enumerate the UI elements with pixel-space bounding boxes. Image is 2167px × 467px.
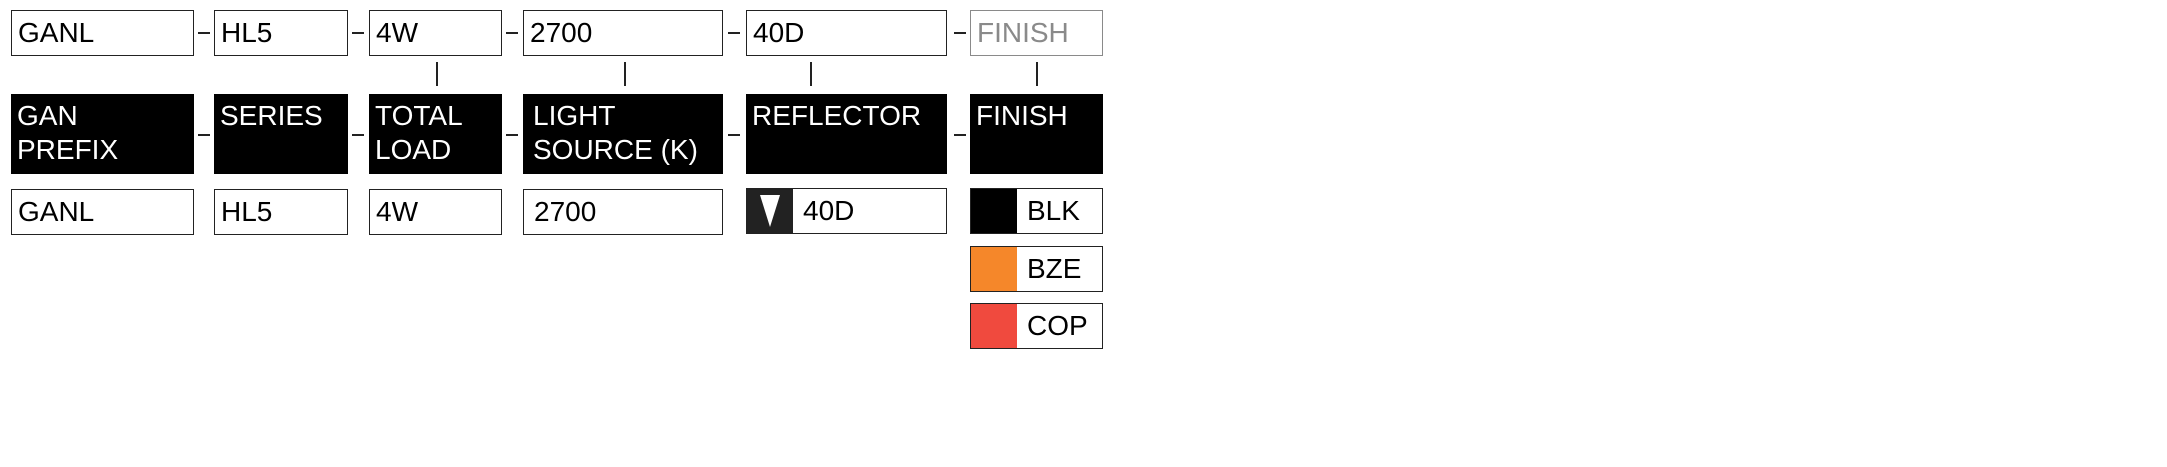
connector-line <box>1036 62 1038 86</box>
separator-dash <box>506 32 518 34</box>
code-reflector-text: 40D <box>753 17 805 48</box>
separator-dash <box>198 134 210 136</box>
finish-option-cop: COP <box>970 303 1103 349</box>
separator-dash <box>954 134 966 136</box>
header-reflector: REFLECTOR <box>746 94 947 174</box>
connector-line <box>624 62 626 86</box>
code-prefix-box: GANL <box>11 10 194 56</box>
separator-dash <box>352 134 364 136</box>
option-series: HL5 <box>214 189 348 235</box>
separator-dash <box>728 134 740 136</box>
separator-dash <box>728 32 740 34</box>
finish-option-blk: BLK <box>970 188 1103 234</box>
code-load-box: 4W <box>369 10 502 56</box>
beam-cone-icon <box>747 189 793 233</box>
separator-dash <box>506 134 518 136</box>
separator-dash <box>198 32 210 34</box>
code-reflector-box: 40D <box>746 10 947 56</box>
header-total-load: TOTAL LOAD <box>369 94 502 174</box>
header-gan-prefix: GAN PREFIX <box>11 94 194 174</box>
separator-dash <box>352 32 364 34</box>
code-prefix-text: GANL <box>18 17 95 48</box>
option-source: 2700 <box>523 189 723 235</box>
finish-label: BZE <box>1027 253 1082 284</box>
option-series-text: HL5 <box>221 196 273 227</box>
code-source-box: 2700 <box>523 10 723 56</box>
header-finish: FINISH <box>970 94 1103 174</box>
option-prefix: GANL <box>11 189 194 235</box>
finish-label: BLK <box>1027 195 1080 226</box>
connector-line <box>810 62 812 86</box>
code-load-text: 4W <box>376 17 418 48</box>
header-series: SERIES <box>214 94 348 174</box>
option-load: 4W <box>369 189 502 235</box>
option-reflector-text: 40D <box>803 195 855 226</box>
finish-swatch <box>971 189 1017 233</box>
separator-dash <box>954 32 966 34</box>
code-source-text: 2700 <box>530 17 593 48</box>
finish-swatch <box>971 247 1017 291</box>
code-series-box: HL5 <box>214 10 348 56</box>
option-prefix-text: GANL <box>18 196 95 227</box>
finish-option-bze: BZE <box>970 246 1103 292</box>
option-source-text: 2700 <box>534 196 597 227</box>
header-light-source: LIGHT SOURCE (K) <box>523 94 723 174</box>
finish-label: COP <box>1027 310 1088 341</box>
connector-line <box>436 62 438 86</box>
code-series-text: HL5 <box>221 17 273 48</box>
finish-swatch <box>971 304 1017 348</box>
code-finish-box: FINISH <box>970 10 1103 56</box>
option-load-text: 4W <box>376 196 418 227</box>
option-reflector: 40D <box>746 188 947 234</box>
code-finish-text: FINISH <box>977 17 1069 48</box>
